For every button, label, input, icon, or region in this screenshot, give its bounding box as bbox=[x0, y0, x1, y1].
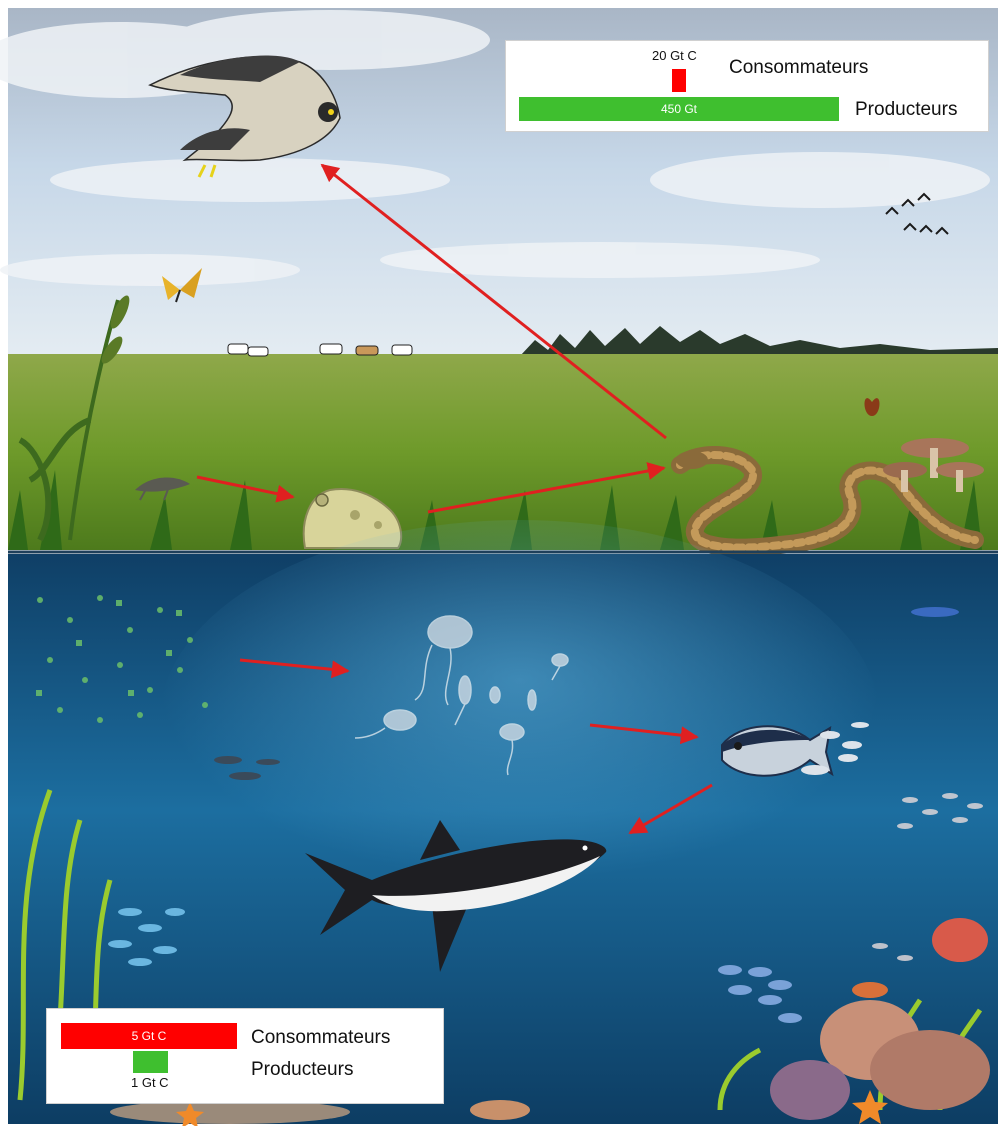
terrestrial-consumers-value: 20 Gt C bbox=[652, 48, 697, 63]
marine-consumers-value: 5 Gt C bbox=[132, 1029, 167, 1043]
marine-producers-value: 1 Gt C bbox=[131, 1075, 169, 1090]
terrestrial-producers-value: 450 Gt bbox=[661, 102, 697, 116]
marine-producers-label: Producteurs bbox=[251, 1059, 353, 1081]
marine-producers-bar bbox=[133, 1051, 168, 1073]
marine-biomass-legend: 5 Gt C Consommateurs 1 Gt C Producteurs bbox=[46, 1008, 444, 1104]
terrestrial-biomass-legend: 20 Gt C Consommateurs 450 Gt Producteurs bbox=[505, 40, 989, 132]
terrestrial-consumers-label: Consommateurs bbox=[729, 57, 868, 79]
marine-consumers-bar: 5 Gt C bbox=[61, 1023, 237, 1049]
marine-consumers-label: Consommateurs bbox=[251, 1027, 390, 1049]
terrestrial-producers-bar: 450 Gt bbox=[519, 97, 839, 121]
terrestrial-consumers-bar bbox=[672, 69, 686, 92]
terrestrial-producers-label: Producteurs bbox=[855, 99, 957, 121]
